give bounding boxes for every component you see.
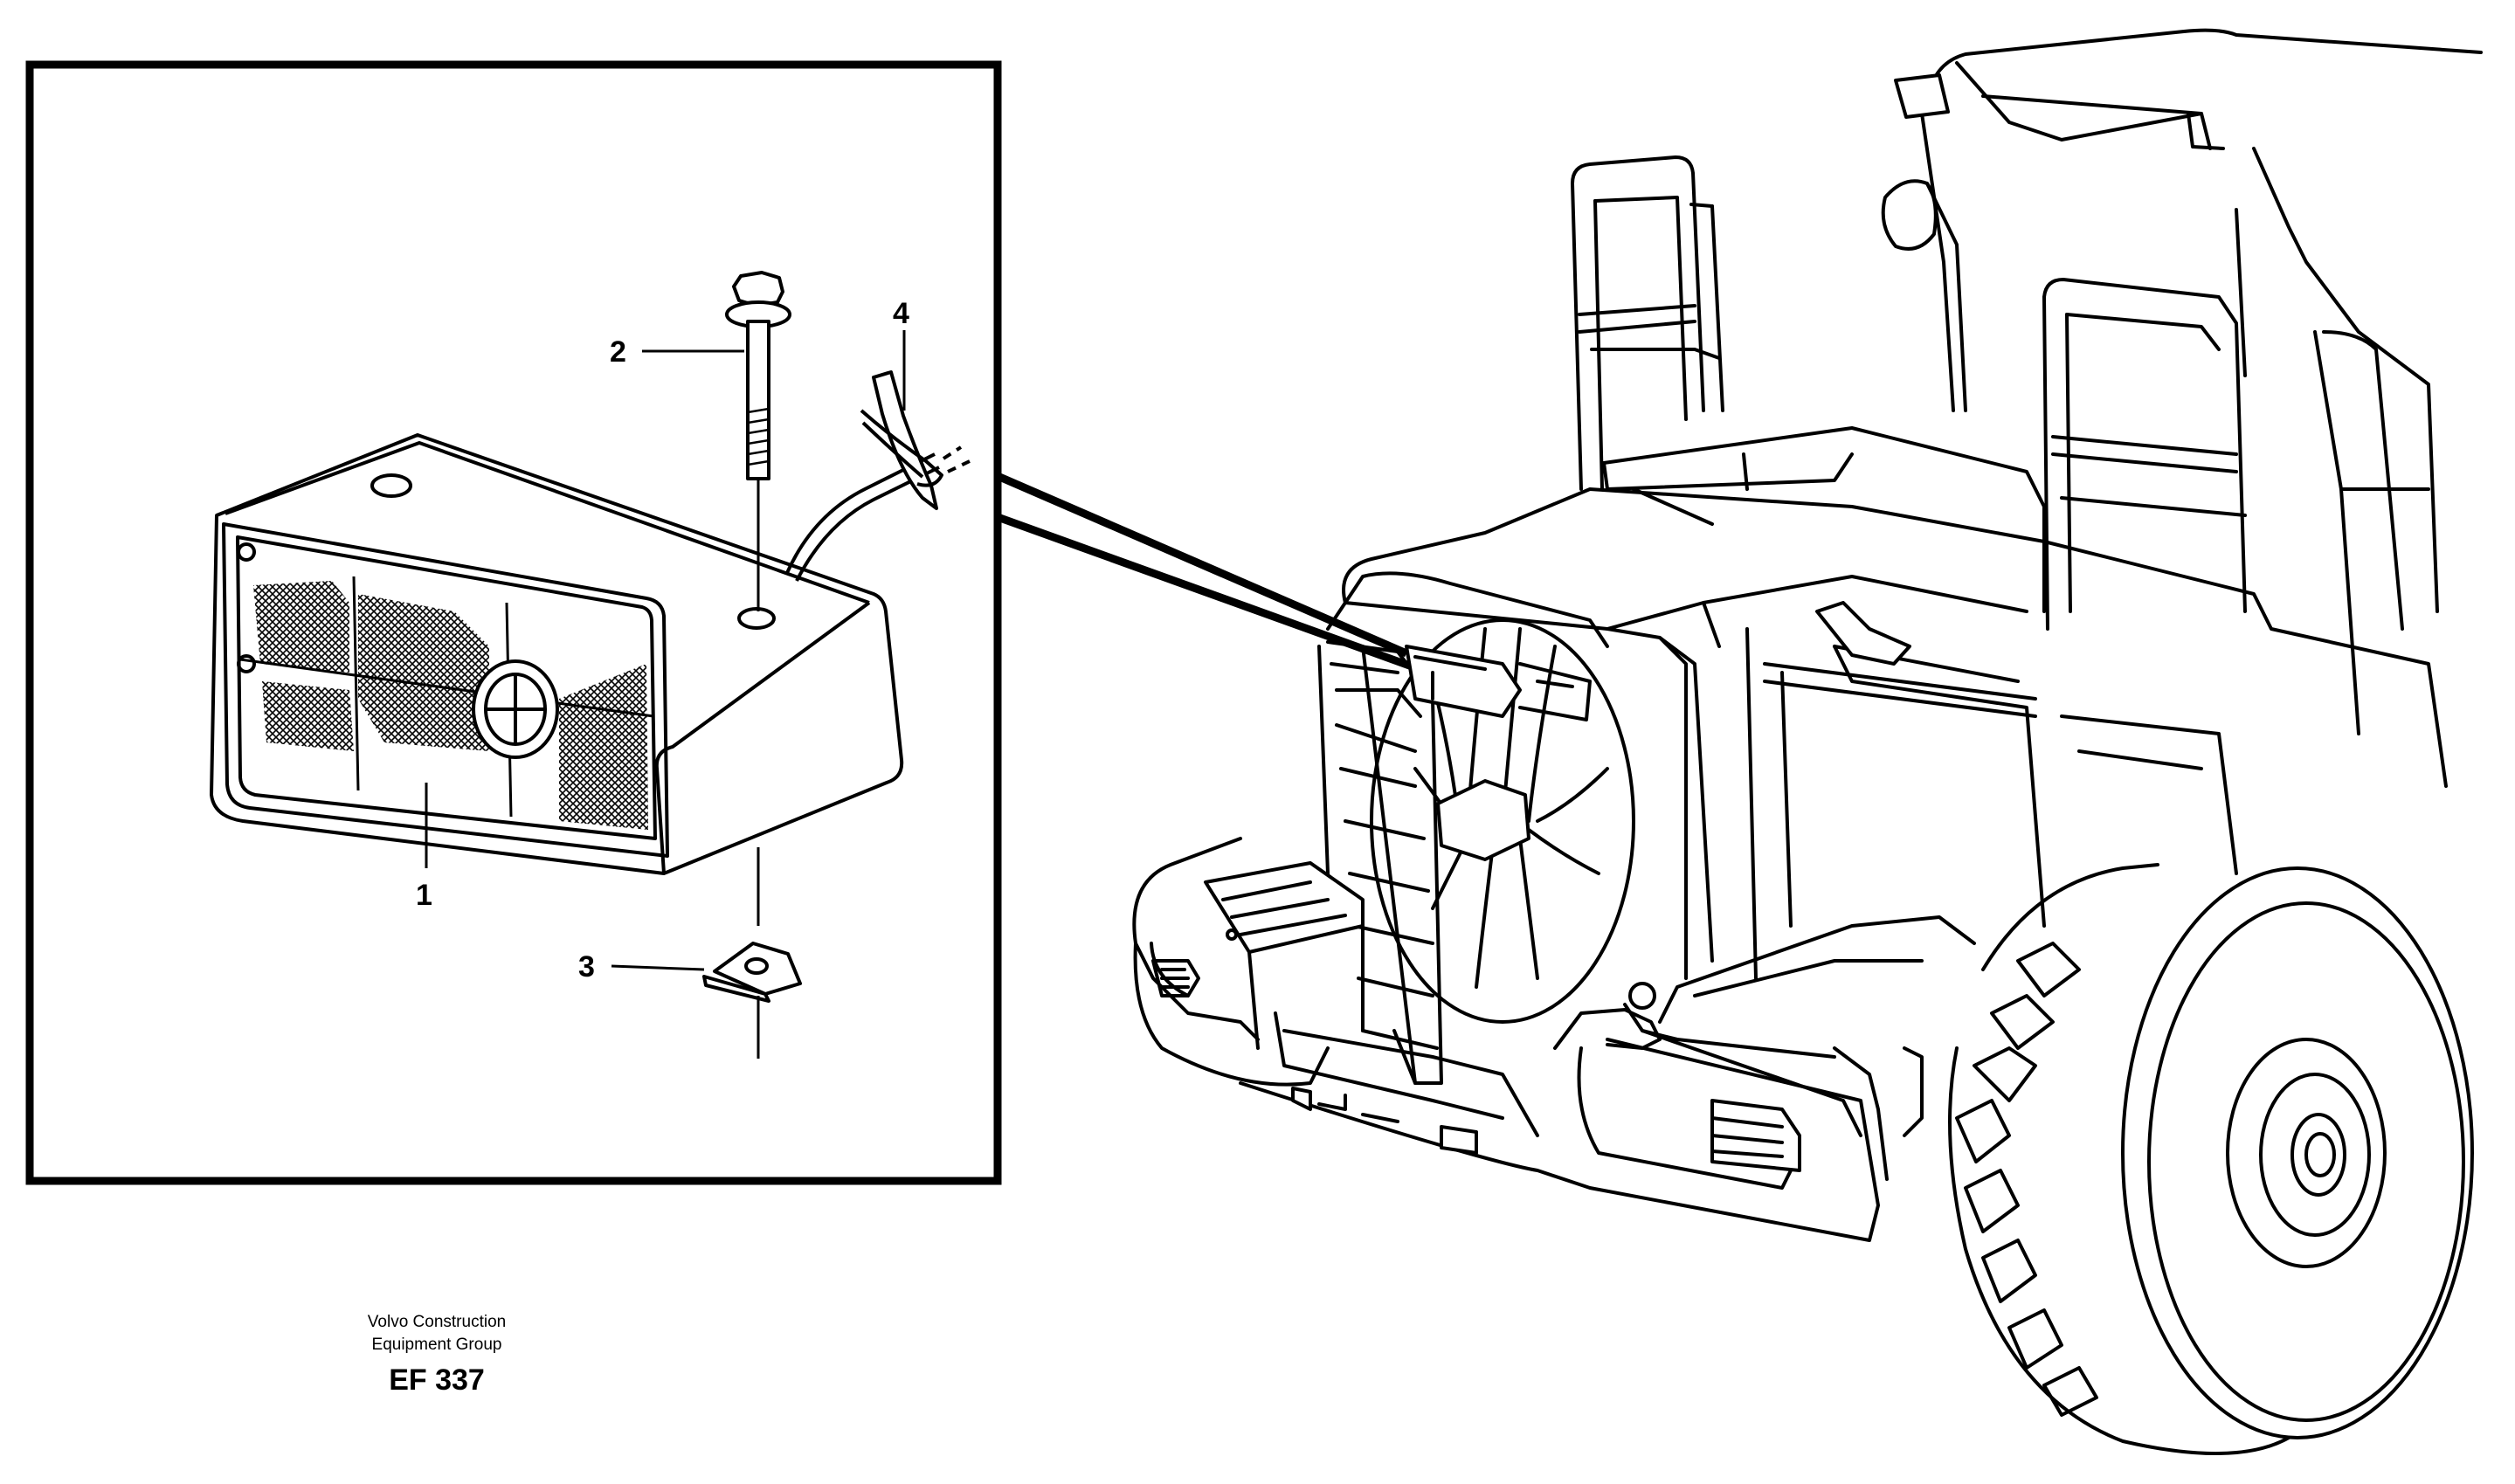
wheel-loader <box>1132 28 2483 1242</box>
callout-leaders <box>425 330 906 971</box>
caption-company: Volvo Construction <box>367 1313 507 1331</box>
callout-1: 1 <box>416 879 432 912</box>
callout-4: 4 <box>893 297 909 330</box>
clip-nut <box>702 847 802 1059</box>
front-wheel <box>1948 863 2474 1456</box>
cable-tie <box>860 370 971 510</box>
detail-frame <box>25 60 1002 1185</box>
work-lamp <box>210 433 940 875</box>
detail-leader-lines <box>996 472 1426 675</box>
caption-group: Equipment Group <box>371 1336 502 1354</box>
callout-3: 3 <box>578 950 595 984</box>
figure-code: EF 337 <box>389 1363 485 1397</box>
callout-2: 2 <box>610 335 626 369</box>
flange-bolt <box>725 271 791 611</box>
